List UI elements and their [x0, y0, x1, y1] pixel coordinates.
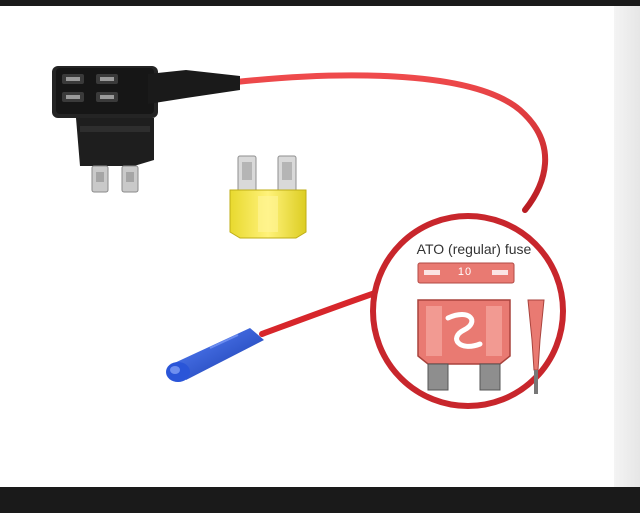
blue-butt-connector — [166, 328, 264, 382]
red-wire-upper — [233, 72, 548, 213]
bottom-letterbox-bar — [0, 487, 640, 513]
red-wire-lower — [259, 289, 381, 337]
ato-fuse-inset — [370, 213, 566, 409]
fuse-tap-holder — [52, 66, 240, 193]
top-letterbox-bar — [0, 0, 640, 6]
inset-title: ATO (regular) fuse — [416, 241, 532, 257]
right-edge-strip — [614, 6, 640, 487]
fuse-rating-label: 10 — [457, 266, 473, 278]
spare-yellow-fuse — [229, 155, 307, 239]
